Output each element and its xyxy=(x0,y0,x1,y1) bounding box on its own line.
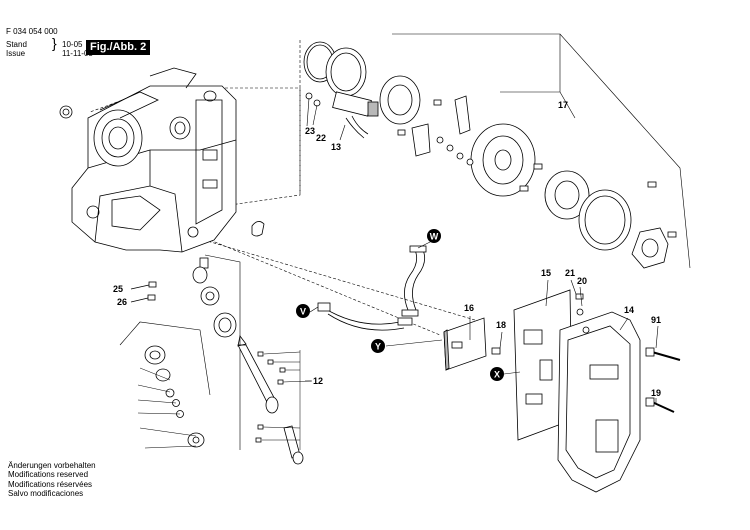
part-label-22: 22 xyxy=(316,133,326,143)
note-en: Modifications reserved xyxy=(8,470,89,480)
part-label-18: 18 xyxy=(496,320,506,330)
part-label-25: 25 xyxy=(113,284,123,294)
part-label-12: 12 xyxy=(313,376,323,386)
part-label-15: 15 xyxy=(541,268,551,278)
washer-left xyxy=(59,105,73,119)
connector-y-label: Y xyxy=(375,342,381,352)
connector-w-icon xyxy=(427,229,441,243)
connector-x-icon xyxy=(490,367,504,381)
screws-18-91-19 xyxy=(491,347,681,413)
part-label-20: 20 xyxy=(577,276,587,286)
part-numbers: 23 22 13 17 15 21 20 16 18 14 91 19 12 2… xyxy=(113,100,661,398)
label-leaders xyxy=(305,97,659,404)
cap-part xyxy=(251,221,265,237)
part-label-19: 19 xyxy=(651,388,661,398)
ribbon-cables xyxy=(317,245,427,331)
connector-w-label: W xyxy=(430,232,439,242)
part-label-91: 91 xyxy=(651,315,661,325)
part-label-16: 16 xyxy=(464,303,474,313)
note-fr: Modifications réservées xyxy=(8,479,93,489)
connector-leaders xyxy=(309,237,521,375)
stack-leaders xyxy=(137,350,312,450)
part-17-bracket xyxy=(392,33,691,269)
modification-notes: Änderungen vorbehalten Modifications res… xyxy=(8,461,96,499)
connector-x-label: X xyxy=(494,370,500,380)
main-housing xyxy=(71,67,237,253)
issue-value: 11-11-03 xyxy=(62,49,93,58)
note-es: Salvo modificaciones xyxy=(8,489,84,499)
document-number: F 034 054 000 xyxy=(6,27,58,36)
part-label-26: 26 xyxy=(117,297,127,307)
issue-label: Issue xyxy=(6,49,26,58)
note-de: Änderungen vorbehalten xyxy=(8,461,96,470)
stand-label: Stand xyxy=(6,40,27,49)
bearing-stack xyxy=(119,254,304,465)
brace-glyph: } xyxy=(52,35,57,51)
part-label-17: 17 xyxy=(558,100,568,110)
part-label-21: 21 xyxy=(565,268,575,278)
electronic-boards xyxy=(443,289,641,493)
connector-markers: W V Y X xyxy=(296,229,504,381)
connector-y-icon xyxy=(371,339,385,353)
connector-v-icon xyxy=(296,304,310,318)
figure-badge: Fig./Abb. 2 xyxy=(86,40,151,55)
seal-and-plate xyxy=(303,41,421,139)
connector-v-label: V xyxy=(300,307,306,317)
motor-disks xyxy=(397,95,677,269)
part-label-13: 13 xyxy=(331,142,341,152)
part-label-14: 14 xyxy=(624,305,634,315)
part-label-23: 23 xyxy=(305,126,315,136)
screws-25-26 xyxy=(130,281,157,303)
stand-value: 10-05 xyxy=(62,40,83,49)
